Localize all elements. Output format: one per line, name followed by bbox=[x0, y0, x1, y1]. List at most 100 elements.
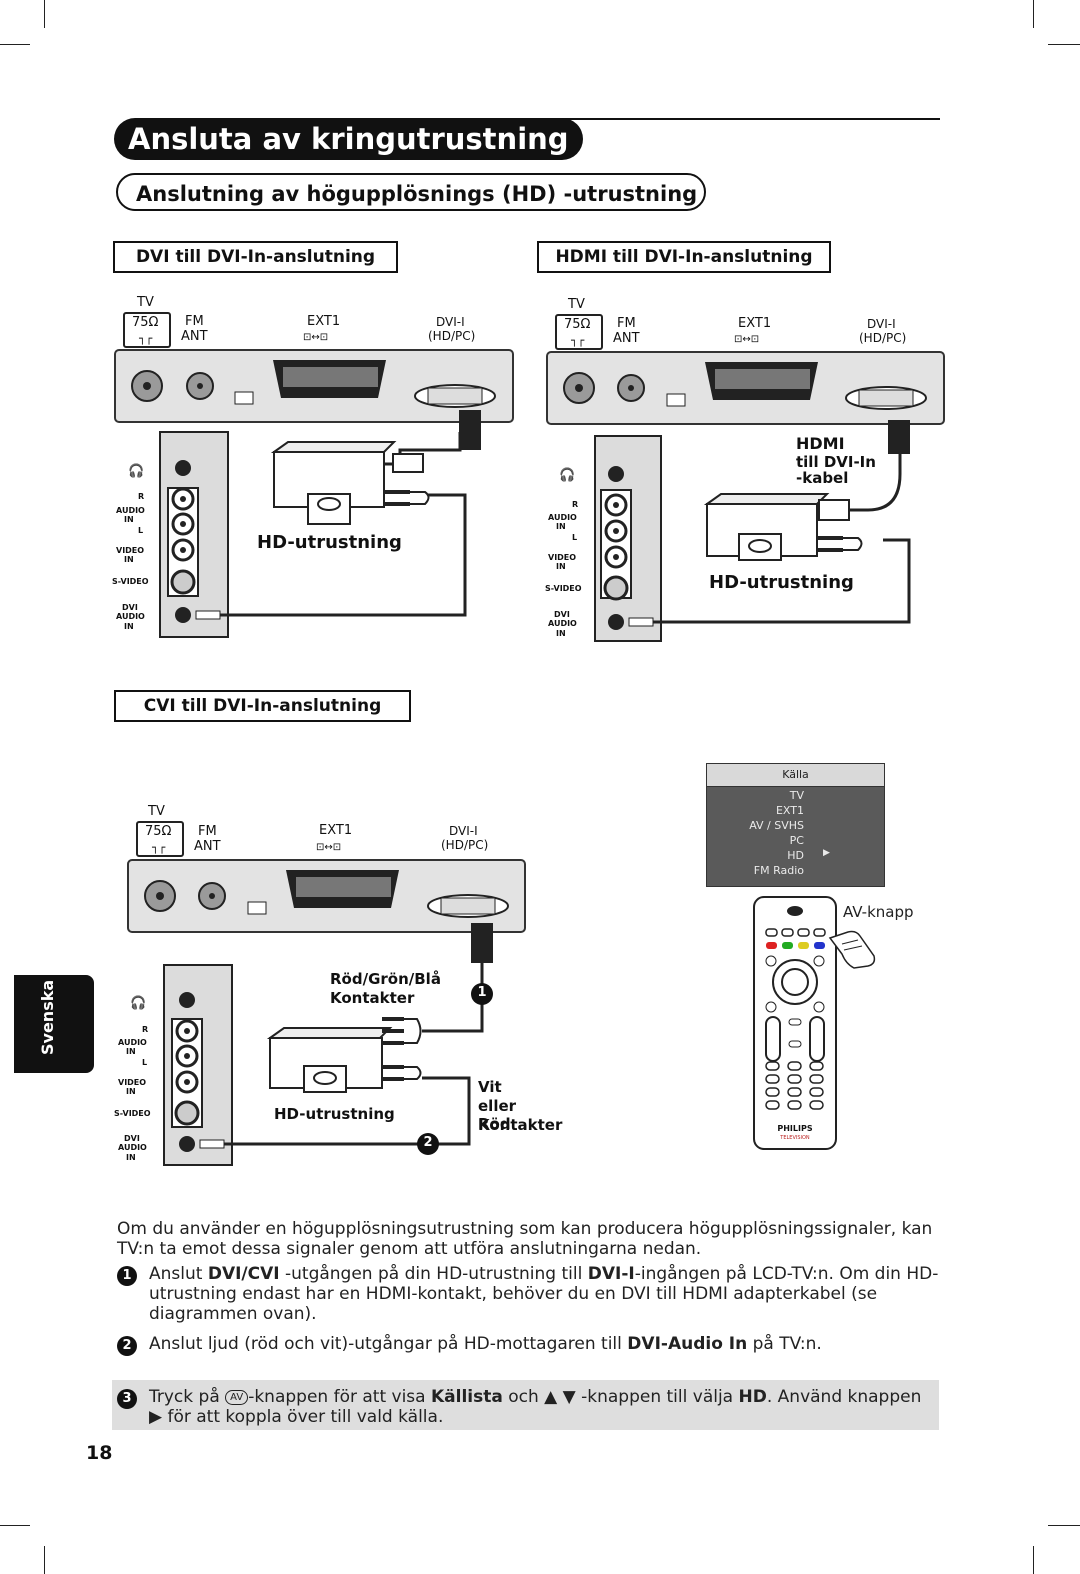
crop-mark bbox=[1033, 1546, 1034, 1574]
crop-mark bbox=[44, 1546, 45, 1574]
svideo-label: S-VIDEO bbox=[112, 577, 149, 586]
source-item-hd[interactable]: HD bbox=[787, 849, 804, 862]
step-1: 1 Anslut DVI/CVI -utgången på din HD-utr… bbox=[117, 1264, 947, 1324]
cvi-diagram-drawing bbox=[127, 859, 526, 1166]
step-3: 3 Tryck på AV-knappen för att visa Källi… bbox=[117, 1387, 937, 1427]
ext1-label: EXT1 bbox=[738, 316, 772, 331]
antenna-port-box: 75Ω ┐┌ bbox=[136, 821, 184, 857]
dvi-audio-label: AUDIO bbox=[116, 612, 145, 621]
audio-r-label: R bbox=[572, 500, 579, 509]
video-label: VIDEO bbox=[118, 1078, 147, 1087]
crop-mark bbox=[1033, 0, 1034, 28]
audio-contacts-label-2: eller Röd bbox=[478, 1097, 517, 1133]
audio-label: AUDIO bbox=[118, 1038, 147, 1047]
audio-in-label: IN bbox=[124, 515, 134, 524]
dvi-label: DVI bbox=[122, 603, 138, 612]
step-3-text-a: Tryck på bbox=[149, 1387, 226, 1407]
step-2-text-a: Anslut ljud (röd och vit)-utgångar på HD… bbox=[149, 1334, 628, 1354]
crop-mark bbox=[1048, 1525, 1080, 1526]
audio-l-label: L bbox=[572, 533, 578, 542]
step-3-text-e: HD bbox=[738, 1387, 767, 1407]
source-item-av-svhs[interactable]: AV / SVHS bbox=[749, 819, 804, 832]
hdmi-cable-label: HDMI bbox=[796, 434, 845, 453]
crop-mark bbox=[1048, 44, 1080, 45]
step-1-text-c: -utgången på din HD-utrustning till bbox=[279, 1264, 588, 1284]
step-3-text-f: . Använd knappen ▶ för att koppla över t… bbox=[149, 1387, 922, 1427]
source-item-tv[interactable]: TV bbox=[789, 789, 804, 802]
av-button-icon: AV bbox=[225, 1390, 249, 1405]
tv-label: TV bbox=[137, 295, 154, 310]
ant-label: ANT bbox=[194, 839, 221, 854]
dvi-audio-label: AUDIO bbox=[118, 1143, 147, 1152]
step-2: 2 Anslut ljud (röd och vit)-utgångar på … bbox=[117, 1334, 947, 1356]
tv-label: TV bbox=[568, 297, 585, 312]
source-menu-title: Källa bbox=[707, 764, 884, 787]
section-heading-hdmi: HDMI till DVI-In-anslutning bbox=[537, 241, 831, 273]
step-2-text: Anslut ljud (röd och vit)-utgångar på HD… bbox=[149, 1334, 939, 1354]
ohm-label: 75Ω bbox=[564, 317, 591, 332]
remote-brand-sub: TELEVISION bbox=[780, 1135, 810, 1141]
step-1-text-e: -ingången på LCD-TV:n. Om din HD-utrustn… bbox=[149, 1264, 939, 1324]
audio-in-label: IN bbox=[556, 522, 566, 531]
headphone-icon: 🎧 bbox=[130, 996, 147, 1011]
step-1-text-b: DVI/CVI bbox=[207, 1264, 280, 1284]
crop-mark bbox=[44, 0, 45, 28]
arrow-right-icon: ▶ bbox=[823, 848, 830, 858]
source-menu: Källa TV EXT1 AV / SVHS PC HD ▶ FM Radio bbox=[706, 763, 885, 887]
fm-label: FM bbox=[617, 316, 636, 331]
marker-1: 1 bbox=[477, 985, 487, 1000]
tv-label: TV bbox=[148, 804, 165, 819]
hdpc-label: (HD/PC) bbox=[859, 331, 907, 345]
language-tab: Svenska bbox=[14, 975, 94, 1073]
crop-mark bbox=[0, 1525, 30, 1526]
scart-arrows-icon: ⊡↔⊡ bbox=[316, 842, 342, 853]
dvi-label: DVI bbox=[124, 1134, 140, 1143]
section-heading-dvi: DVI till DVI-In-anslutning bbox=[113, 241, 398, 273]
hd-equipment-label: HD-utrustning bbox=[274, 1105, 395, 1123]
ext1-label: EXT1 bbox=[307, 314, 341, 329]
source-item-ext1[interactable]: EXT1 bbox=[775, 804, 804, 817]
ext1-label: EXT1 bbox=[319, 823, 353, 838]
step-1-text: Anslut DVI/CVI -utgången på din HD-utrus… bbox=[149, 1264, 939, 1324]
av-button-label: AV-knapp bbox=[843, 903, 914, 921]
step-2-number: 2 bbox=[117, 1336, 137, 1356]
intro-paragraph: Om du använder en högupplösningsutrustni… bbox=[117, 1219, 933, 1259]
step-3-text-d: och ▲ ▼ -knappen till välja bbox=[502, 1387, 739, 1407]
audio-contacts-label-3: Kontakter bbox=[478, 1116, 563, 1134]
source-item-pc[interactable]: PC bbox=[789, 834, 804, 847]
rgb-label-2: Kontakter bbox=[330, 989, 415, 1007]
video-in-label: IN bbox=[556, 562, 566, 571]
pointing-hand-icon bbox=[828, 930, 876, 969]
headphone-icon: 🎧 bbox=[128, 464, 145, 479]
step-3-highlight bbox=[112, 1380, 939, 1430]
ant-label: ANT bbox=[613, 331, 640, 346]
audio-r-label: R bbox=[138, 492, 145, 501]
cvi-diagram: TV 75Ω ┐┌ FM ANT EXT1 ⊡↔⊡ DVI-I (HD/PC) bbox=[112, 803, 562, 1173]
antenna-icon: ┐┌ bbox=[139, 332, 153, 345]
ant-label: ANT bbox=[181, 329, 208, 344]
scart-arrows-icon: ⊡↔⊡ bbox=[303, 332, 329, 343]
audio-l-label: L bbox=[142, 1058, 148, 1067]
scart-arrows-icon: ⊡↔⊡ bbox=[734, 334, 760, 345]
step-1-text-d: DVI-I bbox=[587, 1264, 635, 1284]
dvi-i-label: DVI-I bbox=[867, 317, 896, 331]
section-heading-cvi: CVI till DVI-In-anslutning bbox=[114, 690, 411, 722]
section-subtitle: Anslutning av högupplösnings (HD) -utrus… bbox=[116, 173, 706, 211]
svideo-label: S-VIDEO bbox=[114, 1109, 151, 1118]
hdmi-diagram: TV 75Ω ┐┌ FM ANT EXT1 ⊡↔⊡ DVI-I (HD/PC) bbox=[543, 294, 953, 646]
dvi-i-label: DVI-I bbox=[436, 315, 465, 329]
source-item-fm-radio[interactable]: FM Radio bbox=[753, 864, 804, 877]
step-2-text-c: på TV:n. bbox=[747, 1334, 822, 1354]
antenna-icon: ┐┌ bbox=[152, 841, 166, 854]
audio-label: AUDIO bbox=[116, 506, 145, 515]
language-tab-label: Svenska bbox=[38, 979, 57, 1055]
dvi-label: DVI bbox=[554, 610, 570, 619]
audio-label: AUDIO bbox=[548, 513, 577, 522]
crop-mark bbox=[0, 44, 30, 45]
video-in-label: IN bbox=[126, 1087, 136, 1096]
hdmi-cable-label-2: till DVI-In bbox=[796, 453, 876, 471]
remote-control: PHILIPS TELEVISION bbox=[752, 895, 838, 1151]
audio-contacts-label: Vit bbox=[478, 1078, 502, 1096]
step-3-text-c: Källista bbox=[431, 1387, 503, 1407]
step-3-text-b: -knappen för att visa bbox=[248, 1387, 431, 1407]
